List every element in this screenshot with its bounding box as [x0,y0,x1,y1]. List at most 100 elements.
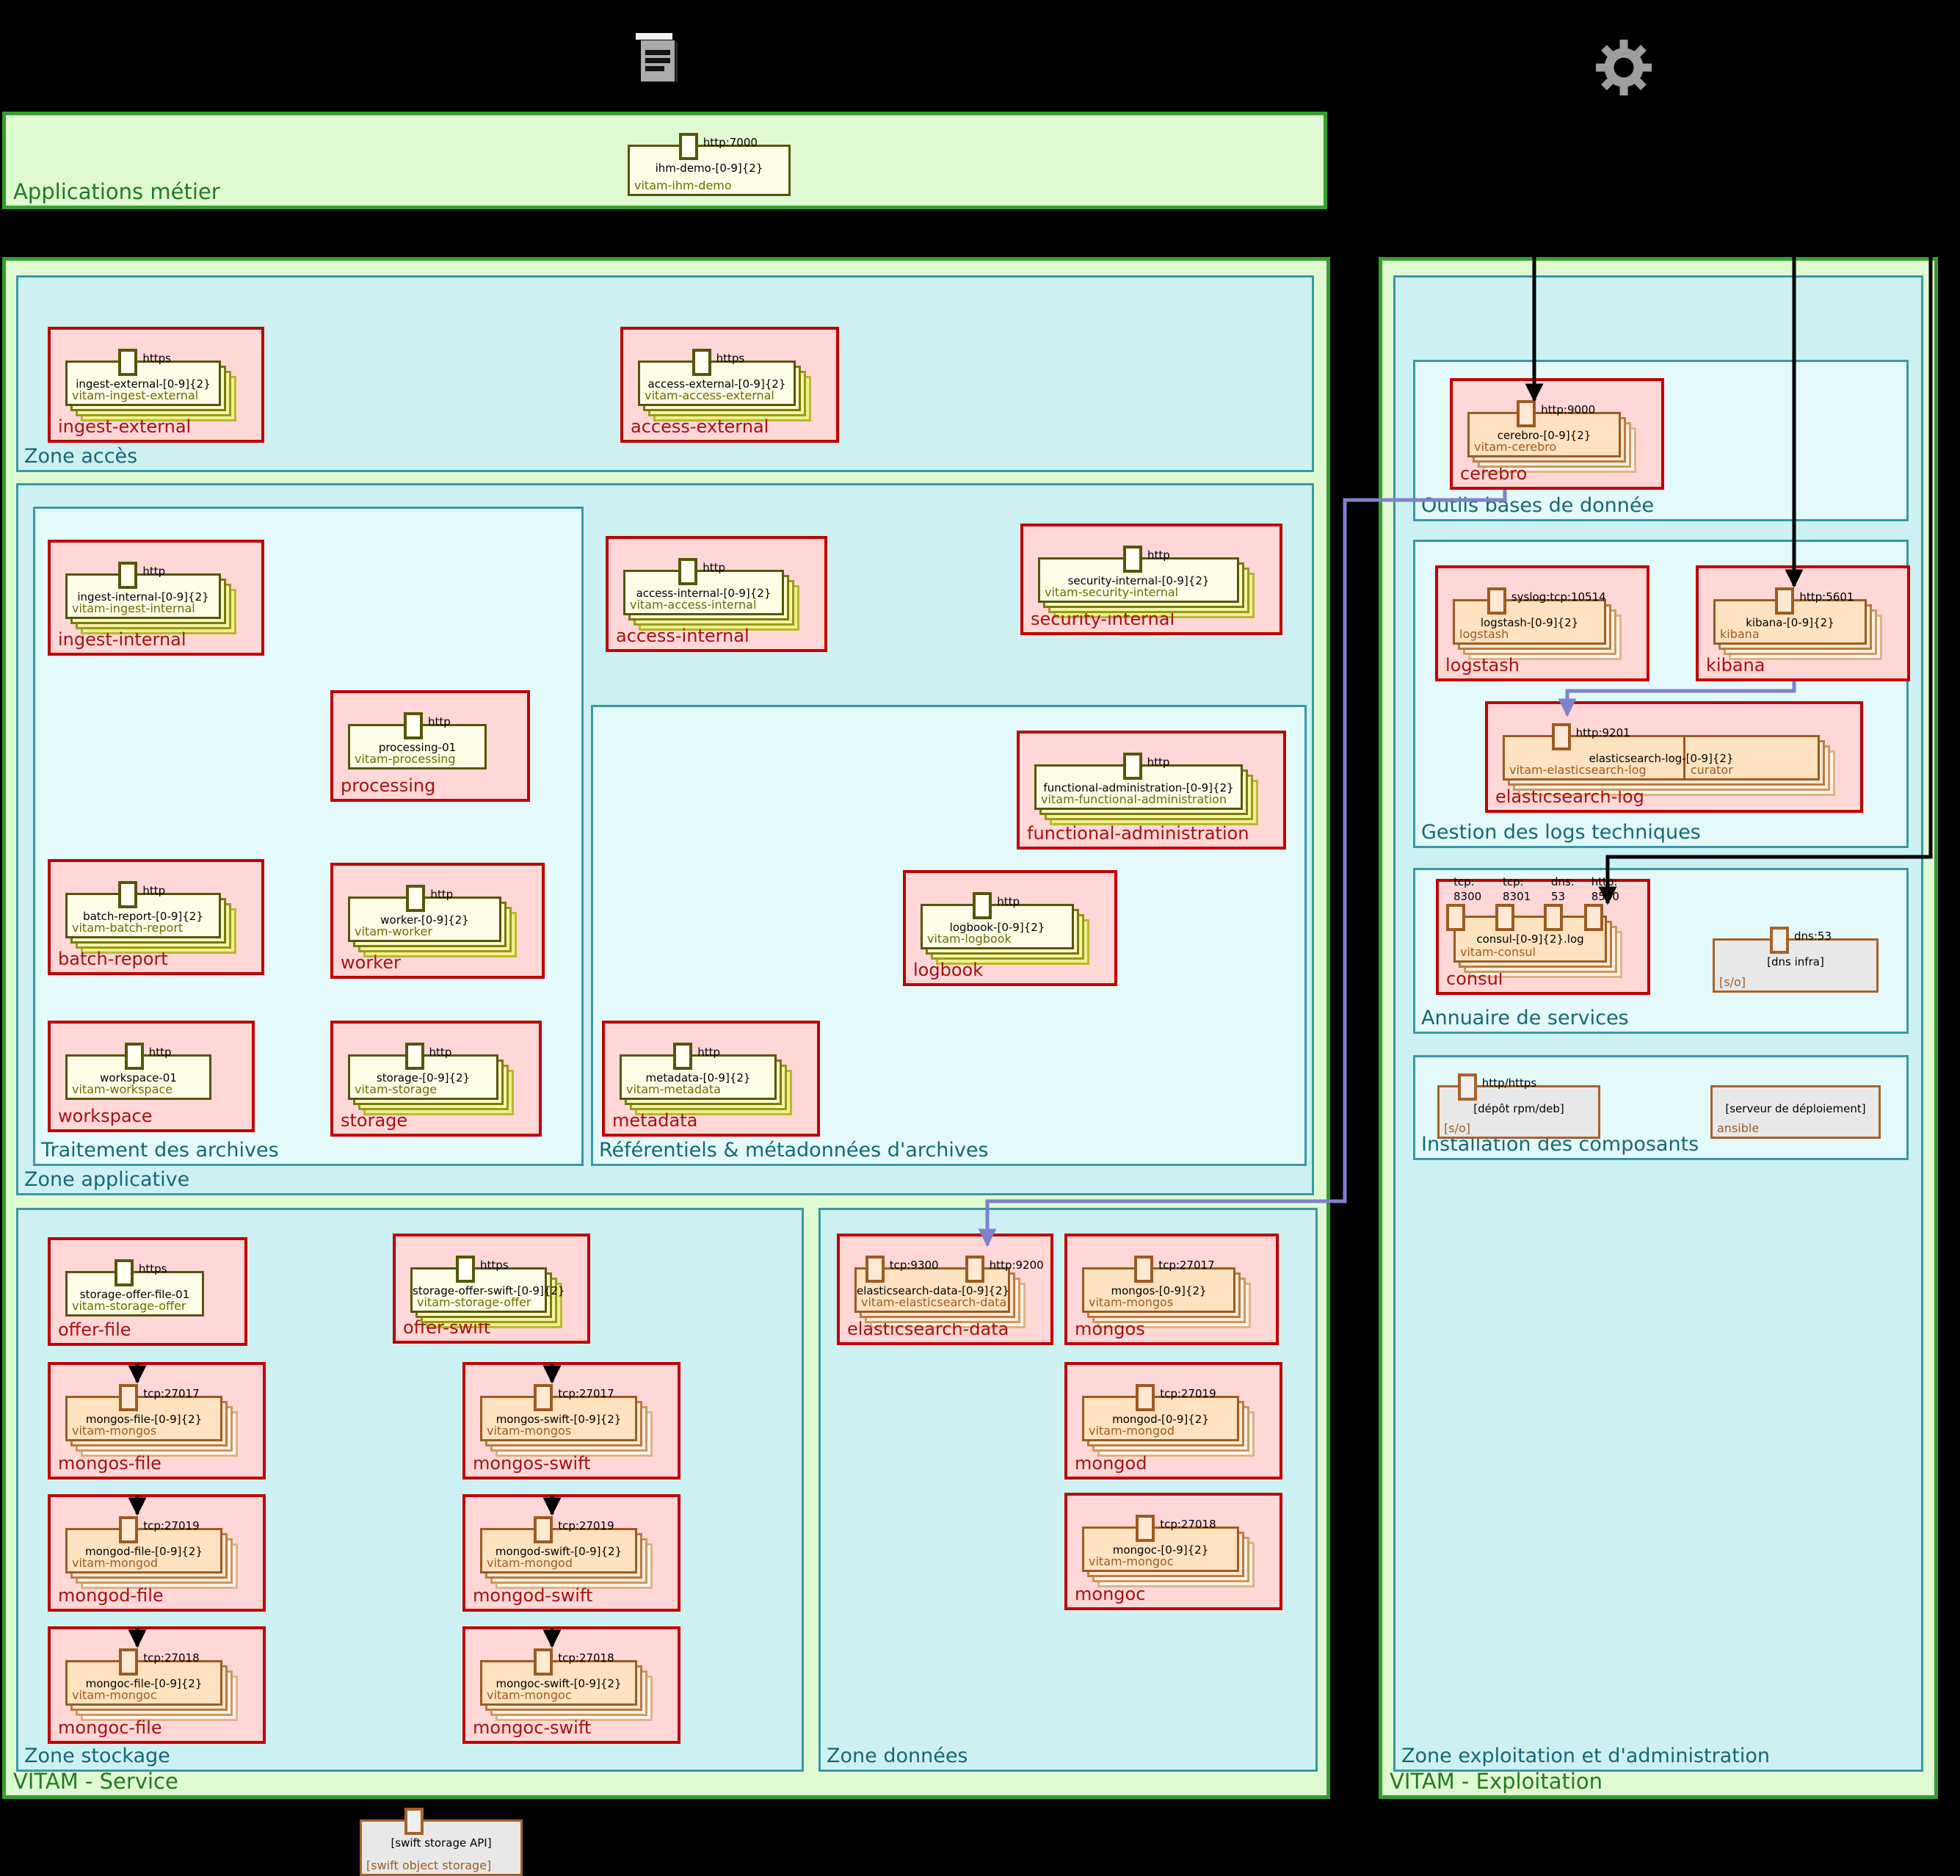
port-label-line: http [1147,548,1170,562]
mongoc-swift-label: mongoc-swift [473,1717,592,1738]
offer-file-instance-name: storage-offer-file-01 [79,1288,190,1301]
port-label-line: http [697,1046,720,1059]
batch-report-instance-name: batch-report-[0-9]{2} [83,910,203,923]
worker-sublabel-0: vitam-worker [355,924,432,938]
depot-rpm-sublabel-0: [s/o] [1444,1121,1470,1135]
port-label-line: syslog:tcp:10514 [1511,590,1606,604]
depot-rpm-port-label-1: http/https [1482,1076,1536,1090]
port-label-line: tcp:27017 [1158,1258,1215,1272]
functional-administration-sublabel-0: vitam-functional-administration [1041,792,1227,806]
ingest-internal-label: ingest-internal [58,629,186,650]
depot-rpm-port-1: http/https [1457,1073,1536,1101]
dns-infra-port-1: dns:53 [1770,927,1832,954]
document-icon-line [645,66,664,71]
ihm-demo-sublabel-0: vitam-ihm-demo [634,178,732,192]
logstash-label: logstash [1445,655,1520,676]
security-internal-port-label-1: http [1147,548,1170,562]
elasticsearch-data-port-1: tcp:9300 [865,1256,939,1283]
ingest-external-sublabel-0: vitam-ingest-external [72,388,199,402]
port-label-line: http [997,895,1020,908]
swift-storage-node: [swift storage API][swift object storage… [360,1808,523,1876]
port-label-line: tcp:27018 [558,1651,614,1665]
gear-icon [1596,40,1652,95]
swift-storage-sublabel-0: [swift object storage] [366,1858,492,1872]
ingest-internal-port-1: http [118,562,165,589]
logstash-port-1: syslog:tcp:10514 [1487,587,1606,615]
elasticsearch-log-port-1: http:9201 [1551,723,1630,750]
processing-instance-name: processing-01 [378,741,457,754]
port-label-line: dns:53 [1794,930,1832,943]
port-label-line: 8300 [1453,890,1482,903]
kibana-label: kibana [1706,655,1765,676]
port-label-line: tcp:27019 [558,1519,614,1532]
port-label-line: tcp:9300 [889,1258,939,1272]
mongoc-file-label: mongoc-file [58,1717,162,1738]
functional-administration-port-label-1: http [1147,755,1170,769]
s-annuaire-label: Annuaire de services [1421,1007,1629,1029]
dns-infra-port-label-1: dns:53 [1794,929,1832,944]
mongos-swift-label: mongos-swift [473,1453,591,1474]
dns-infra-node: dns:53[dns infra][s/o] [1713,927,1879,993]
mongod-file-port-label-1: tcp:27019 [143,1518,199,1533]
mongos-sublabel-0: vitam-mongos [1089,1295,1174,1309]
consul-port-label-1: tcp:8300 [1453,874,1481,904]
cerebro-port-1: http:9000 [1517,400,1595,427]
mongod-swift-sublabel-0: vitam-mongod [487,1556,573,1570]
logbook-port-1: http [973,892,1020,919]
cerebro-port-label-1: http:9000 [1541,402,1595,417]
serveur-deploiement-instance-name: [serveur de déploiement] [1725,1102,1866,1115]
mongod-label: mongod [1075,1453,1147,1474]
mongoc-file-port-label-1: tcp:27018 [143,1651,199,1665]
mongos-file-port-1: tcp:27017 [119,1384,200,1411]
mongod-swift-label: mongod-swift [473,1585,593,1606]
functional-administration-port-1: http [1122,753,1169,780]
depot-rpm-node: http/https[dépôt rpm/deb][s/o] [1437,1073,1600,1139]
card-depot-rpm: http/https[dépôt rpm/deb][s/o] [1437,1073,1600,1139]
mongoc-swift-sublabel-0: vitam-mongoc [487,1688,572,1702]
mongod-swift-port-1: tcp:27019 [534,1516,614,1543]
port-label-line: http/https [1481,1076,1537,1090]
kibana-port-label-1: http:5601 [1799,590,1854,604]
offer-swift-port-label-1: https [480,1258,509,1272]
batch-report-port-1: http [118,881,165,908]
mongoc-file-instance-name: mongoc-file-[0-9]{2} [85,1677,203,1690]
s-outils-label: Outils bases de donnée [1421,494,1655,517]
mongoc-swift-port-label-1: tcp:27018 [558,1651,614,1665]
port-label-line: http [703,561,725,574]
workspace-port-1: http [124,1043,172,1070]
metadata-instance-name: metadata-[0-9]{2} [645,1071,751,1084]
logbook-label: logbook [913,960,984,980]
p-exploitation-label: VITAM - Exploitation [1390,1769,1603,1794]
metadata-port-label-1: http [697,1045,720,1060]
access-external-sublabel-0: vitam-access-external [645,388,774,402]
offer-swift-port-1: https [456,1256,509,1283]
functional-administration-label: functional-administration [1027,823,1249,844]
card-swift-storage: [swift storage API][swift object storage… [360,1808,523,1876]
access-external-instance-name: access-external-[0-9]{2} [647,377,786,391]
port-label-line: http:9200 [989,1258,1044,1272]
mongod-file-label: mongod-file [58,1585,164,1606]
port-label-line: tcp:27018 [1160,1518,1216,1531]
port-label-line: dns: [1550,875,1575,888]
port-label-line: 8301 [1502,890,1531,903]
port-label-line: http [430,888,454,901]
consul-sublabel-0: vitam-consul [1460,945,1536,959]
